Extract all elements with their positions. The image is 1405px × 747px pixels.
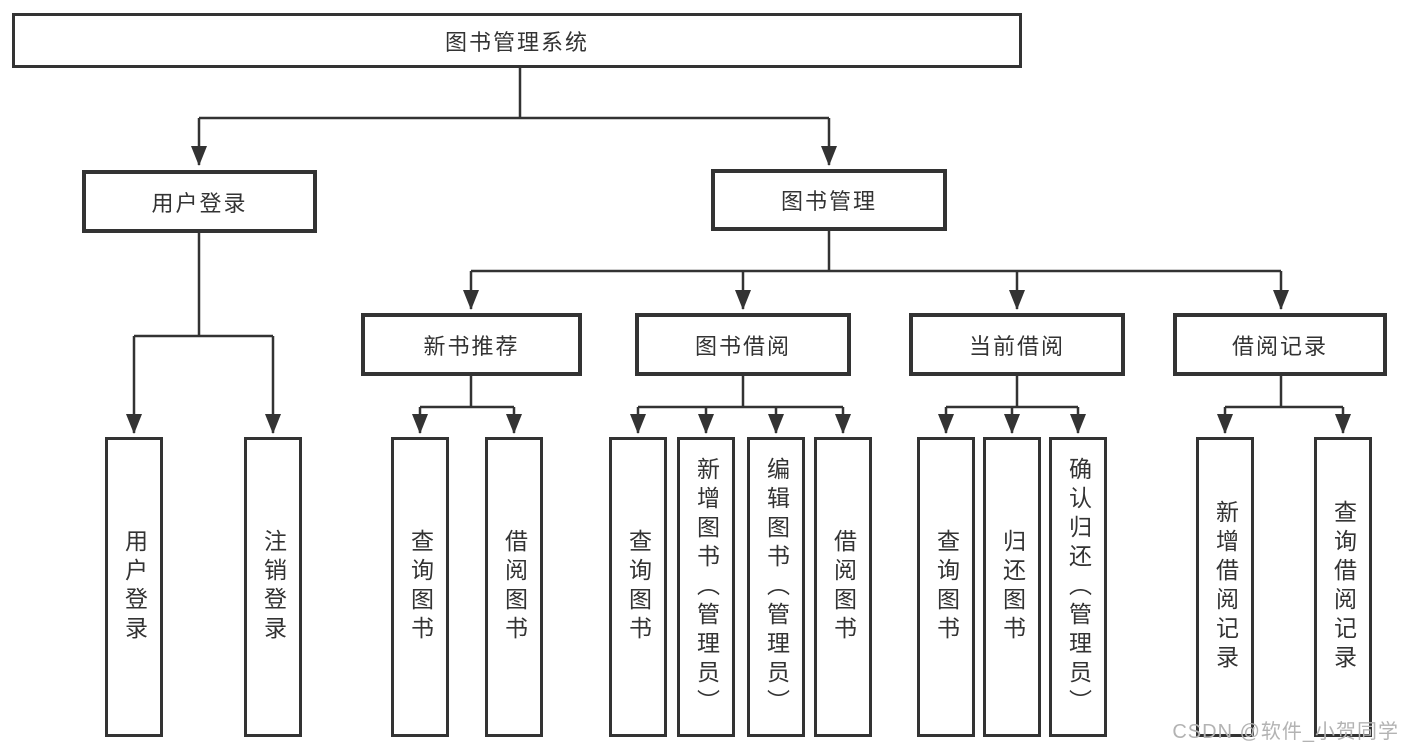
leaf-add-borrow-record: 新增借阅记录 [1196, 437, 1254, 737]
leaf-label: 借阅图书 [501, 529, 528, 645]
leaf-label: 查询借阅记录 [1330, 500, 1357, 674]
leaf-borrow-books-recommend: 借阅图书 [485, 437, 543, 737]
leaf-label: 用户登录 [121, 529, 148, 645]
leaf-label: 新增图书（管理员） [693, 456, 720, 718]
leaf-query-books-recommend: 查询图书 [391, 437, 449, 737]
leaf-confirm-return-admin: 确认归还（管理员） [1049, 437, 1107, 737]
leaf-query-borrow-record: 查询借阅记录 [1314, 437, 1372, 737]
node-book-management: 图书管理 [711, 169, 947, 231]
leaf-query-books-borrowing: 查询图书 [609, 437, 667, 737]
leaf-label: 注销登录 [260, 529, 287, 645]
leaf-label: 编辑图书（管理员） [763, 456, 790, 718]
node-new-book-recommend: 新书推荐 [361, 313, 582, 376]
leaf-query-books-current: 查询图书 [917, 437, 975, 737]
node-borrowing-records: 借阅记录 [1173, 313, 1387, 376]
leaf-add-books-admin: 新增图书（管理员） [677, 437, 735, 737]
leaf-borrow-books-borrowing: 借阅图书 [814, 437, 872, 737]
leaf-return-books: 归还图书 [983, 437, 1041, 737]
watermark: CSDN @软件_小贺同学 [1172, 721, 1399, 743]
leaf-logout: 注销登录 [244, 437, 302, 737]
leaf-edit-books-admin: 编辑图书（管理员） [747, 437, 805, 737]
node-current-borrowing: 当前借阅 [909, 313, 1125, 376]
leaf-user-login: 用户登录 [105, 437, 163, 737]
node-library-system: 图书管理系统 [12, 13, 1022, 68]
leaf-label: 查询图书 [625, 529, 652, 645]
leaf-label: 新增借阅记录 [1212, 500, 1239, 674]
leaf-label: 确认归还（管理员） [1065, 456, 1092, 718]
leaf-label: 借阅图书 [830, 529, 857, 645]
leaf-label: 查询图书 [407, 529, 434, 645]
node-book-borrowing: 图书借阅 [635, 313, 851, 376]
node-user-login: 用户登录 [82, 170, 317, 233]
leaf-label: 查询图书 [933, 529, 960, 645]
leaf-label: 归还图书 [999, 529, 1026, 645]
